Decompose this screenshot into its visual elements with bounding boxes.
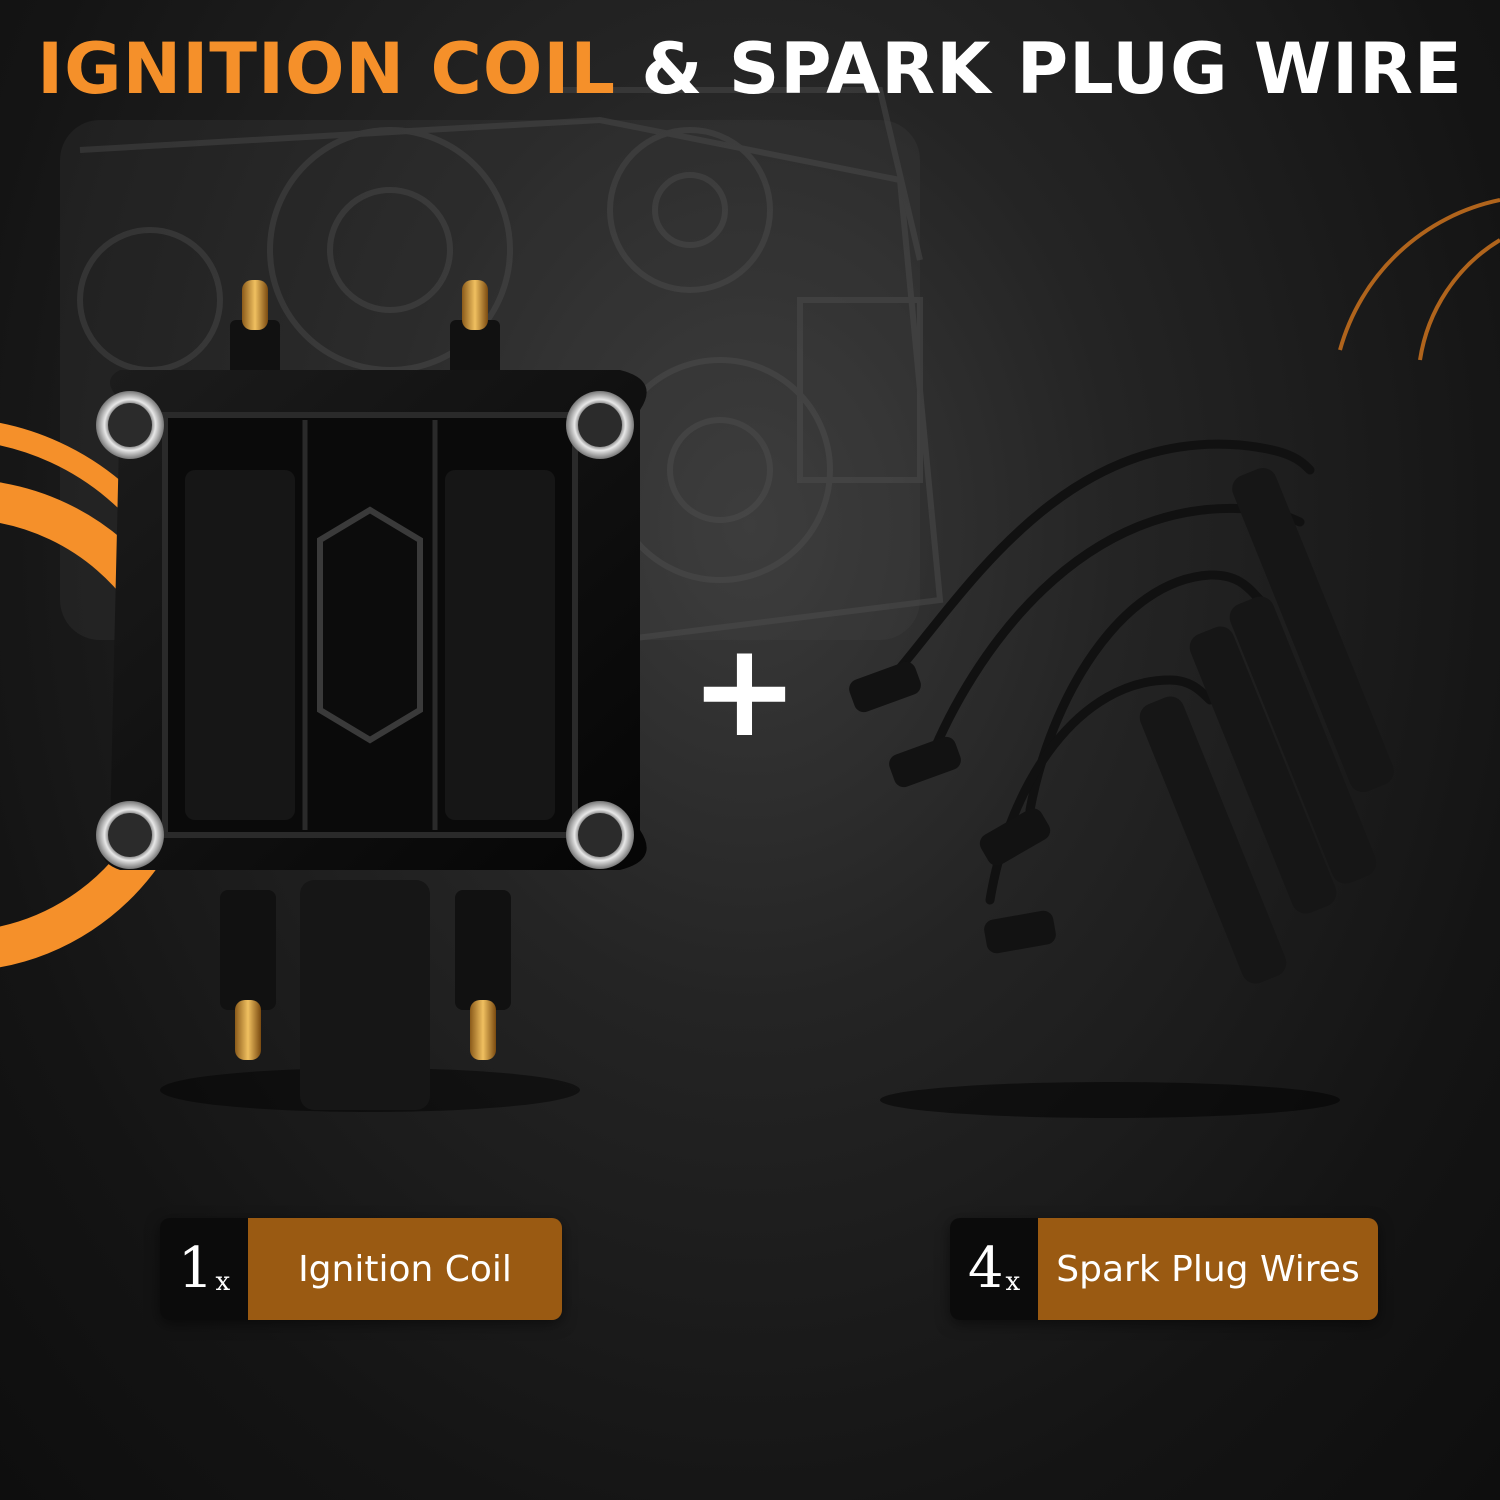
coil-quantity: 1 x (160, 1218, 248, 1320)
wires-label: Spark Plug Wires (1038, 1218, 1378, 1320)
wires-quantity-number: 4 (967, 1236, 1004, 1301)
coil-label: Ignition Coil (248, 1218, 562, 1320)
coil-quantity-multiplier: x (215, 1267, 231, 1297)
wires-quantity: 4 x (950, 1218, 1038, 1320)
wires-quantity-multiplier: x (1005, 1267, 1021, 1297)
title-rest: & SPARK PLUG WIRE (641, 28, 1463, 110)
spark-plug-wires-image (849, 439, 1394, 1118)
page-title: IGNITION COIL & SPARK PLUG WIRE (0, 28, 1500, 110)
coil-quantity-number: 1 (177, 1236, 214, 1301)
coil-quantity-badge: 1 x Ignition Coil (160, 1218, 562, 1320)
wires-quantity-badge: 4 x Spark Plug Wires (950, 1218, 1378, 1320)
title-highlight: IGNITION COIL (37, 28, 617, 110)
ignition-coil-image (96, 280, 647, 1112)
plus-icon: + (690, 614, 799, 766)
